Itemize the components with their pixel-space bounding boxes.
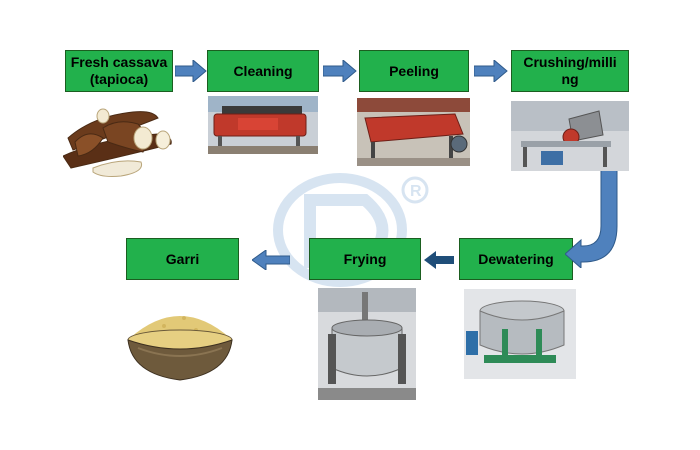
step-label: Fresh cassava (tapioca) [71, 54, 168, 88]
curved-arrow-icon [565, 168, 625, 268]
step-label: Frying [344, 251, 387, 268]
step-dewatering: Dewatering [459, 238, 573, 280]
arrow-right-icon [175, 60, 207, 82]
cleaning-machine-image [208, 96, 318, 154]
garri-bowl-image [124, 296, 236, 384]
step-frying: Frying [309, 238, 421, 280]
arrow-right-icon [474, 60, 508, 82]
step-label: Peeling [389, 63, 439, 80]
dewatering-machine-image [464, 289, 576, 379]
svg-text:R: R [410, 183, 422, 200]
step-label: Cleaning [233, 63, 292, 80]
peeling-machine-image [357, 98, 470, 166]
step-label: Garri [166, 251, 199, 268]
arrow-left-icon [252, 250, 290, 270]
crushing-machine-image [511, 101, 629, 171]
step-fresh-cassava: Fresh cassava (tapioca) [65, 50, 173, 92]
cassava-roots-image [63, 98, 178, 180]
step-crushing-milling: Crushing/milli ng [511, 50, 629, 92]
arrow-left-icon [424, 251, 454, 269]
step-label: Dewatering [478, 251, 553, 268]
step-label: Crushing/milli ng [523, 54, 616, 88]
step-peeling: Peeling [359, 50, 469, 92]
step-garri: Garri [126, 238, 239, 280]
frying-machine-image [318, 288, 416, 400]
arrow-right-icon [323, 60, 357, 82]
step-cleaning: Cleaning [207, 50, 319, 92]
